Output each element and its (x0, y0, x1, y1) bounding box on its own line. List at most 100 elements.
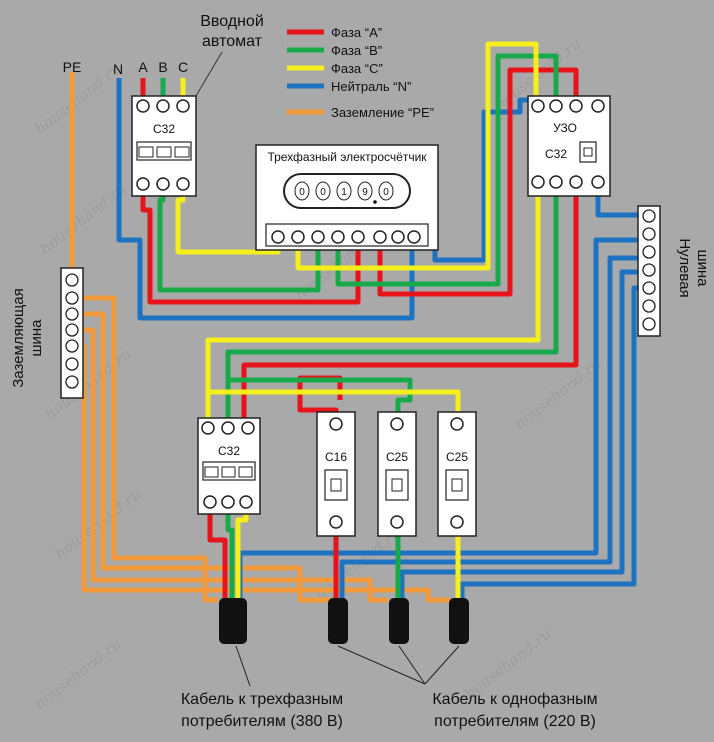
phase-b-wire (157, 184, 321, 293)
terminal (331, 230, 345, 244)
terminal (390, 515, 404, 529)
terminal (203, 495, 217, 509)
cable-1phase (449, 598, 469, 644)
cables (219, 598, 469, 687)
phase-a-label: A (138, 59, 148, 75)
terminal (156, 99, 170, 113)
bus-terminal (65, 291, 79, 305)
three-phase-breaker: C32 (197, 417, 261, 515)
legend-label-phase-a: Фаза “A” (331, 25, 382, 40)
bus-terminal (65, 307, 79, 321)
watermark: househand.ru (41, 345, 134, 423)
bus-terminal (65, 339, 79, 353)
terminal (373, 230, 387, 244)
label-pointer (235, 645, 251, 687)
legend-label-neutral: Нейтраль “N” (331, 79, 411, 94)
terminal (569, 175, 583, 189)
phase-b-wire (228, 377, 413, 420)
neutral-bus-label: Нулевая (676, 238, 693, 297)
phase-a-wire (140, 184, 361, 305)
bus-terminal (642, 245, 656, 259)
phase-a-wire (207, 502, 228, 600)
breaker-rating: C32 (218, 444, 240, 458)
input-breaker-label: автомат (202, 33, 263, 50)
label-pointer (337, 645, 426, 685)
breaker-rating: C25 (386, 450, 408, 464)
terminal (329, 515, 343, 529)
phase-c-wire (295, 41, 539, 271)
terminal (136, 99, 150, 113)
breaker-rating: C25 (446, 450, 468, 464)
meter-digit: 0 (320, 187, 326, 198)
ground-bus (60, 267, 84, 399)
watermark: househand.ru (36, 180, 129, 258)
meter-counter: 0 0 1 9 0 (294, 181, 394, 204)
terminal (201, 421, 215, 435)
ground-bus-label: Заземляющая (10, 288, 27, 388)
label-pointer (398, 645, 426, 685)
neutral-wire (399, 269, 646, 600)
bus-terminal (65, 357, 79, 371)
bus-terminal (65, 323, 79, 337)
terminal (591, 99, 605, 113)
terminal (239, 495, 253, 509)
breaker-rating: C16 (325, 450, 347, 464)
legend-label-phase-b: Фаза “B” (331, 43, 382, 58)
terminal (221, 495, 235, 509)
bus-terminal (642, 263, 656, 277)
neutral-bus-label: шина (694, 249, 711, 287)
n-label: N (113, 61, 123, 77)
neutral-bus (637, 205, 661, 337)
phase-c-wire (205, 182, 541, 428)
terminal (569, 99, 583, 113)
terminal (549, 99, 563, 113)
bus-terminal (642, 299, 656, 313)
neutral-wire (116, 78, 415, 321)
meter-title: Трехфазный электросчётчик (267, 150, 427, 164)
cable-1phase-label: потребителям (220 В) (434, 713, 596, 730)
pe-label: PE (63, 59, 82, 75)
terminal (176, 99, 190, 113)
meter-digit: 1 (341, 187, 347, 198)
watermark: househand.ru (31, 635, 124, 713)
breaker-rating: C32 (153, 122, 175, 136)
terminal (241, 421, 255, 435)
bus-terminal (642, 227, 656, 241)
phase-c-label: C (178, 59, 188, 75)
rcd-rating: C32 (545, 147, 567, 161)
terminal (221, 421, 235, 435)
bus-terminal (642, 209, 656, 223)
bus-terminal (642, 317, 656, 331)
input-breaker-label: Вводной (200, 13, 264, 30)
terminal (390, 417, 404, 431)
neutral-wire (339, 255, 646, 600)
meter-digit: 0 (299, 187, 305, 198)
energy-meter: Трехфазный электросчётчик 0 0 1 9 0 (255, 144, 439, 251)
meter-digit: 0 (383, 187, 389, 198)
terminal (311, 230, 325, 244)
cable-3phase-label: потребителям (380 В) (181, 713, 343, 730)
phase-b-wire (225, 502, 235, 600)
cable-3phase (219, 598, 247, 644)
bus-terminal (642, 281, 656, 295)
bus-terminal (65, 273, 79, 287)
label-pointer (424, 645, 460, 685)
ground-bus-label: шина (28, 319, 45, 357)
terminal (591, 175, 605, 189)
terminal (271, 230, 285, 244)
legend-label-pe: Заземление “PE” (331, 105, 434, 120)
cable-1phase (389, 598, 409, 644)
terminal (450, 515, 464, 529)
terminal (291, 230, 305, 244)
cable-3phase-label: Кабель к трехфазным (181, 691, 343, 708)
phase-a-wire (241, 182, 579, 428)
pe-wire (72, 295, 218, 603)
breaker-c25: C25 (437, 411, 477, 537)
terminal (531, 99, 545, 113)
terminal (351, 230, 365, 244)
meter-digit: 9 (362, 187, 368, 198)
terminal (136, 177, 150, 191)
terminal (549, 175, 563, 189)
breaker-c25: C25 (377, 411, 417, 537)
